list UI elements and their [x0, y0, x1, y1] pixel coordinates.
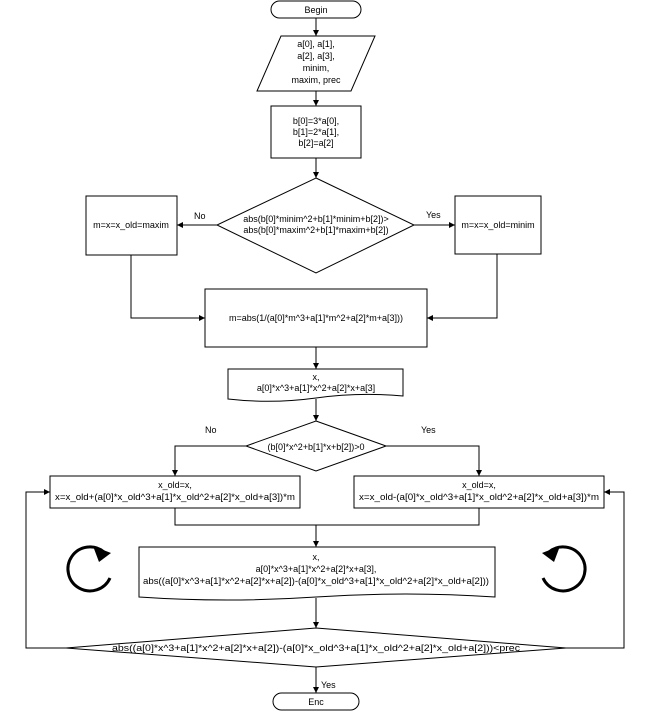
arrowhead-assign-b: [313, 100, 319, 106]
decision3-yes-label: Yes: [321, 680, 336, 690]
input-line-1: a[0], a[1],: [297, 39, 335, 49]
arrowhead-input: [313, 30, 319, 36]
decision1-line-1: abs(b[0]*minim^2+b[1]*minim+b[2])>: [243, 214, 389, 224]
decision2-text: (b[0]*x^2+b[1]*x+b[2])>0: [267, 442, 364, 452]
arrowhead-assign-m-left: [199, 315, 205, 321]
begin-terminator: [270, 0, 362, 19]
edge-loop-right: [566, 491, 625, 649]
update-left-text: x_old=x, x=x_old+(a[0]*x_old^3+a[1]*x_ol…: [55, 480, 295, 502]
assign-b-process: [270, 105, 362, 159]
edge-decision2-yes: [386, 445, 480, 476]
decision1-diamond: [215, 177, 416, 274]
update-right-line-2: x=x_old-(a[0]*x_old^3+a[1]*x_old^2+a[2]*…: [359, 492, 599, 502]
decision2-yes-label: Yes: [421, 425, 436, 435]
update-right-process: [353, 475, 605, 509]
output2-line-2: a[0]*x^3+a[1]*x^2+a[2]*x+a[3],: [256, 564, 377, 574]
arrowhead-decision3: [313, 622, 319, 628]
arrowhead-loop-right: [604, 489, 610, 495]
decision1-line-2: abs(b[0]*maxim^2+b[1]*maxim+b[2]): [243, 225, 388, 235]
decision2-no-label: No: [205, 425, 217, 435]
input-line-2: a[2], a[3],: [297, 51, 335, 61]
arrowheads: [44, 30, 610, 693]
edge-decision2-no: [174, 445, 246, 476]
update-right-text: x_old=x, x=x_old-(a[0]*x_old^3+a[1]*x_ol…: [359, 480, 599, 502]
end-terminator: [272, 692, 360, 711]
arrowhead-decision1: [313, 172, 319, 178]
assign-m-process: [204, 288, 428, 348]
arrowhead-end: [313, 687, 319, 693]
update-left-process: [49, 475, 301, 509]
assign-maxim-text: m=x=x_old=maxim: [93, 220, 169, 230]
output2-line-1: x,: [312, 552, 319, 562]
input-text: a[0], a[1], a[2], a[3], minim, maxim, pr…: [291, 39, 341, 85]
output2-line-3: abs((a[0]*x^3+a[1]*x^2+a[2]*x+a[2])-(a[0…: [143, 576, 489, 586]
input-parallelogram: [256, 35, 376, 92]
arrowhead-output2: [313, 541, 319, 547]
input-line-4: maxim, prec: [291, 75, 341, 85]
arrowhead-loop-left: [44, 489, 50, 495]
edge-minim-to-assign-m: [427, 254, 498, 319]
decision2-diamond: [244, 420, 388, 472]
loop-left-icon: [66, 545, 112, 593]
decision1-text: abs(b[0]*minim^2+b[1]*minim+b[2])> abs(b…: [243, 214, 389, 235]
output1-document: [227, 368, 404, 402]
output1-text: x, a[0]*x^3+a[1]*x^2+a[2]*x+a[3]: [257, 372, 375, 393]
update-left-line-2: x=x_old+(a[0]*x_old^3+a[1]*x_old^2+a[2]*…: [55, 492, 295, 502]
output2-document: [138, 546, 496, 601]
assign-b-line-3: b[2]=a[2]: [298, 138, 333, 148]
output1-line-1: x,: [312, 372, 319, 382]
edge-maxim-to-assign-m: [130, 255, 205, 319]
output1-line-2: a[0]*x^3+a[1]*x^2+a[2]*x+a[3]: [257, 383, 375, 393]
decision3-diamond: [65, 627, 567, 668]
loop-right-icon: [541, 545, 587, 593]
arrowhead-maxim: [177, 222, 183, 228]
update-right-line-1: x_old=x,: [462, 480, 496, 490]
arrowhead-minim: [449, 222, 455, 228]
assign-minim-text: m=x=x_old=minim: [461, 220, 534, 230]
arrowhead-assign-m-right: [427, 315, 433, 321]
arrowhead-update-left: [172, 470, 178, 476]
edge-left-update-merge: [174, 508, 480, 526]
assign-b-line-1: b[0]=3*a[0],: [293, 116, 339, 126]
assign-minim-process: [454, 195, 542, 255]
assign-b-text: b[0]=3*a[0], b[1]=2*a[1], b[2]=a[2]: [293, 116, 339, 148]
decision3-text: abs((a[0]*x^3+a[1]*x^2+a[2]*x+a[2])-(a[0…: [112, 643, 521, 653]
decision1-yes-label: Yes: [426, 210, 441, 220]
input-line-3: minim,: [303, 63, 330, 73]
update-left-line-1: x_old=x,: [158, 480, 192, 490]
arrowhead-decision2: [313, 415, 319, 421]
edge-loop-left: [25, 491, 66, 649]
assign-maxim-process: [85, 195, 178, 256]
arrowhead-update-right: [476, 470, 482, 476]
assign-m-text: m=abs(1/(a[0]*m^3+a[1]*m^2+a[2]*m+a[3])): [229, 313, 403, 323]
end-label: Enc: [308, 697, 324, 707]
assign-b-line-2: b[1]=2*a[1],: [293, 127, 339, 137]
output2-text: x, a[0]*x^3+a[1]*x^2+a[2]*x+a[3], abs((a…: [143, 552, 489, 586]
decision1-no-label: No: [194, 211, 206, 221]
begin-label: Begin: [304, 5, 327, 15]
arrowhead-output1: [313, 363, 319, 369]
